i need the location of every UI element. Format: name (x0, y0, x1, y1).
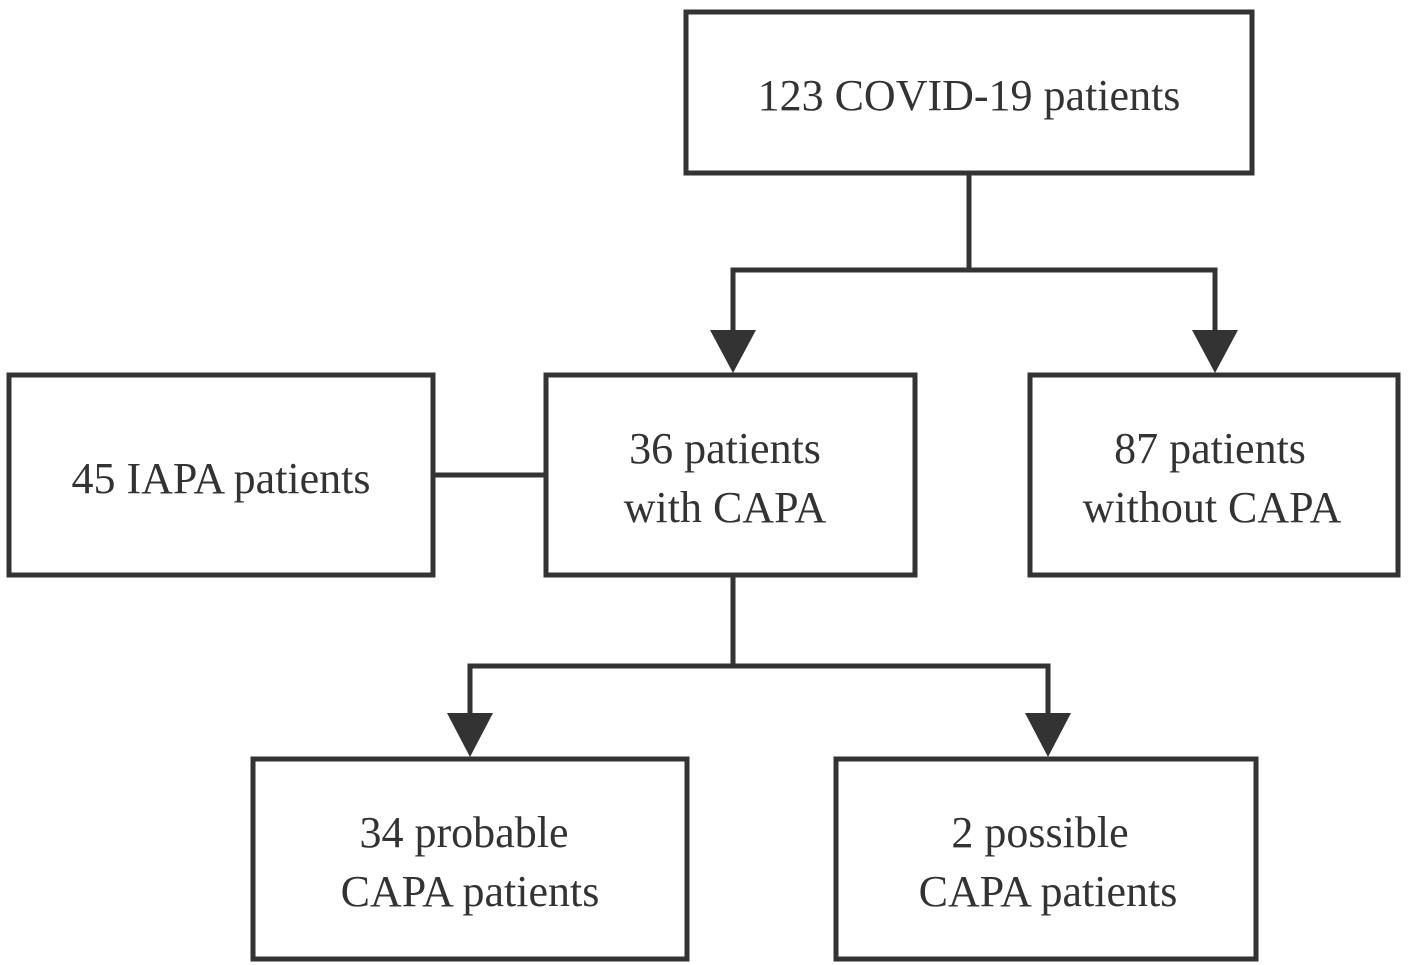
node-capa-box (543, 372, 918, 578)
node-probable-label-line2: CAPA patients (341, 867, 600, 916)
edge-capa-to-possible (733, 663, 1051, 716)
edge-capa-to-probable (467, 663, 733, 716)
node-possible-box (833, 756, 1259, 962)
arrowhead-probable (447, 713, 493, 757)
node-probable: 34 probable CAPA patients (250, 756, 690, 962)
node-capa-label-line2: with CAPA (624, 483, 827, 532)
node-no-capa-label-line2: without CAPA (1083, 483, 1342, 532)
node-iapa-label: 45 IAPA patients (71, 454, 370, 503)
edge-total-to-no-capa (969, 267, 1218, 332)
node-total: 123 COVID-19 patients (683, 9, 1255, 176)
arrowhead-capa (710, 330, 756, 373)
node-capa-label-line1: 36 patients (629, 424, 821, 473)
node-possible-label-line2: CAPA patients (919, 867, 1178, 916)
node-total-label: 123 COVID-19 patients (758, 71, 1181, 120)
node-no-capa-box (1027, 372, 1401, 578)
edge-total-to-capa (730, 267, 969, 332)
node-total-box (683, 9, 1255, 176)
node-possible: 2 possible CAPA patients (833, 756, 1259, 962)
node-capa: 36 patients with CAPA (543, 372, 918, 578)
node-probable-label-line1: 34 probable (360, 808, 569, 857)
node-probable-box (250, 756, 690, 962)
arrowhead-possible (1025, 713, 1071, 757)
arrowhead-no-capa (1192, 330, 1238, 373)
node-no-capa: 87 patients without CAPA (1027, 372, 1401, 578)
node-iapa-box (6, 372, 436, 578)
node-possible-label-line1: 2 possible (951, 808, 1128, 857)
node-iapa: 45 IAPA patients (6, 372, 436, 578)
connectors (435, 173, 1238, 757)
node-no-capa-label-line1: 87 patients (1114, 424, 1306, 473)
